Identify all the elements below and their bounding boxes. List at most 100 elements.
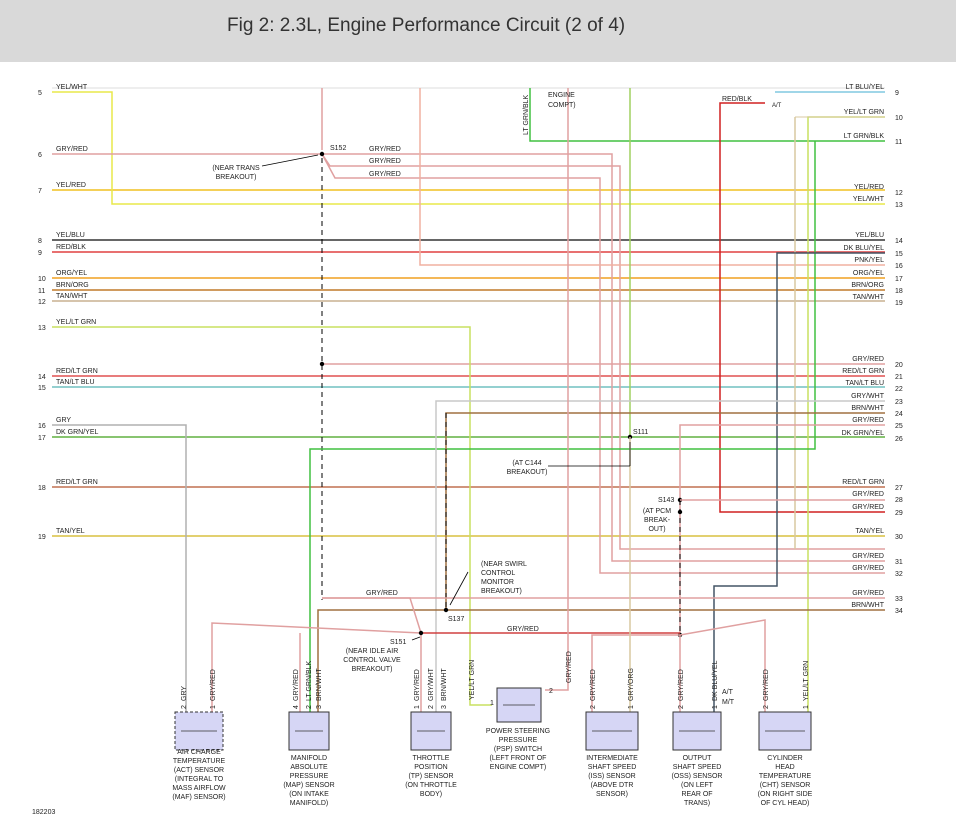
- left-wire-label: YEL/WHT: [56, 84, 88, 91]
- right-wire-label: DK BLU/YEL: [844, 245, 885, 252]
- note-text: BREAKOUT): [352, 666, 393, 673]
- sensor-wire-label: GRY/RED: [210, 669, 217, 701]
- right-wire-label: BRN/WHT: [851, 602, 884, 609]
- sensor-pin-number: 2: [306, 705, 313, 709]
- sensor-caption: OUTPUT: [683, 755, 713, 762]
- right-pin-number: 31: [895, 559, 903, 566]
- wire-brn-wht-34: [317, 609, 885, 712]
- wire-lt-grn-blk-2: [309, 141, 816, 712]
- inner-label: GRY/RED: [507, 626, 539, 633]
- sensor-caption: ENGINE COMPT): [490, 764, 546, 771]
- sensor-caption: (ON LEFT: [681, 782, 714, 789]
- splice-label: S111: [633, 429, 648, 436]
- right-pin-number: 25: [895, 423, 903, 430]
- right-pin-number: 24: [895, 411, 903, 418]
- sensor-pin-number: 3: [316, 705, 323, 709]
- right-wire-label: GRY/RED: [852, 565, 884, 572]
- sensor-wire-label: GRY/RED: [566, 651, 573, 683]
- sensor-caption: (OSS) SENSOR: [672, 773, 723, 780]
- left-pin-number: 7: [38, 188, 42, 195]
- s143-dot2: [677, 509, 683, 515]
- sensor-wire-label: BRN/WHT: [316, 668, 323, 701]
- note-text: (NEAR SWIRL: [481, 561, 527, 568]
- s137-dot: [443, 607, 449, 613]
- left-wire-label: YEL/LT GRN: [56, 319, 96, 326]
- left-pin-number: 9: [38, 250, 42, 257]
- right-wire-label: GRY/RED: [852, 590, 884, 597]
- inner-label: COMPT): [548, 102, 576, 109]
- sensor-caption: TEMPERATURE: [759, 773, 812, 780]
- inner-label: A/T: [772, 103, 782, 109]
- sensor-caption: POSITION: [414, 764, 447, 771]
- left-pin-number: 16: [38, 423, 46, 430]
- wire-gry-red-32: [321, 153, 885, 574]
- right-pin-number: 26: [895, 436, 903, 443]
- right-pin-number: 20: [895, 362, 903, 369]
- sensor-wire-label: YEL/LT GRN: [803, 661, 810, 701]
- right-pin-number: 21: [895, 374, 903, 381]
- right-wire-label: GRY/RED: [852, 553, 884, 560]
- note-text: BREAKOUT): [481, 588, 522, 595]
- wire-yel-lt-grn-10: [807, 116, 885, 712]
- sensor-caption: SENSOR): [596, 791, 628, 798]
- right-pin-number: 10: [895, 115, 903, 122]
- note-text: CONTROL: [481, 570, 515, 577]
- right-wire-label: BRN/ORG: [851, 282, 884, 289]
- right-wire-label: RED/LT GRN: [842, 479, 884, 486]
- note-text: (AT PCM: [643, 508, 671, 515]
- left-wire-label: ORG/YEL: [56, 270, 87, 277]
- right-wire-label: LT BLU/YEL: [846, 84, 884, 91]
- sensor-pin-number: 2: [549, 688, 553, 695]
- figure-number: 182203: [32, 809, 55, 816]
- note-arrow: [449, 571, 469, 606]
- sensor-pin-number: 3: [441, 705, 448, 709]
- left-wire-label: RED/LT GRN: [56, 368, 98, 375]
- sensor-caption: THROTTLE: [413, 755, 450, 762]
- splice-label: S151: [390, 639, 406, 646]
- sensor-caption: ABSOLUTE: [290, 764, 328, 771]
- note-text: OUT): [648, 526, 665, 533]
- splice-label: S143: [658, 497, 674, 504]
- right-pin-number: 17: [895, 276, 903, 283]
- sensor-pin-number: 2: [763, 705, 770, 709]
- sensor-wire-label: GRY/RED: [763, 669, 770, 701]
- figure-header: Fig 2: 2.3L, Engine Performance Circuit …: [0, 0, 956, 62]
- note-text: (NEAR TRANS: [212, 165, 260, 172]
- inner-label: RED/BLK: [722, 96, 752, 103]
- sensor-caption: (ON INTAKE: [289, 791, 329, 798]
- sensor-pin-number: 1: [210, 705, 217, 709]
- right-wire-label: YEL/BLU: [855, 232, 884, 239]
- right-wire-label: GRY/WHT: [851, 393, 885, 400]
- left-pin-number: 6: [38, 152, 42, 159]
- left-wire-label: TAN/LT BLU: [56, 379, 95, 386]
- right-wire-label: BRN/WHT: [851, 405, 884, 412]
- sensor-wire-label: GRY: [181, 686, 188, 701]
- left-wire-label: RED/LT GRN: [56, 479, 98, 486]
- wire-yel-wht: [52, 91, 885, 205]
- wire-red-blk: [719, 102, 885, 513]
- left-pin-number: 11: [38, 288, 45, 295]
- wire-yel-lt-grn-13: [52, 326, 492, 706]
- left-wire-label: YEL/BLU: [56, 232, 85, 239]
- inner-label-vertical: LT GRN/BLK: [523, 94, 530, 135]
- right-wire-label: GRY/RED: [852, 504, 884, 511]
- left-pin-number: 8: [38, 238, 42, 245]
- sensor-caption: (MAF) SENSOR): [172, 794, 225, 801]
- sensor-pin-number: 2: [428, 705, 435, 709]
- left-pin-number: 10: [38, 276, 46, 283]
- sensor-wire-label: YEL/LT GRN: [469, 660, 476, 700]
- right-pin-number: 33: [895, 596, 903, 603]
- sensor-caption: REAR OF: [681, 791, 712, 798]
- left-wire-label: DK GRN/YEL: [56, 429, 99, 436]
- s152-dot: [319, 151, 325, 157]
- note-text: MONITOR: [481, 579, 514, 586]
- left-wire-label: TAN/YEL: [56, 528, 85, 535]
- s152-dot2: [319, 361, 325, 367]
- wire-dk-blu-yel: [713, 252, 885, 712]
- left-wire-label: RED/BLK: [56, 244, 86, 251]
- note-arrow: [261, 154, 319, 167]
- right-pin-number: 29: [895, 510, 903, 517]
- sensor-wire-label: GRY/WHT: [428, 667, 435, 701]
- inner-label: GRY/RED: [369, 146, 401, 153]
